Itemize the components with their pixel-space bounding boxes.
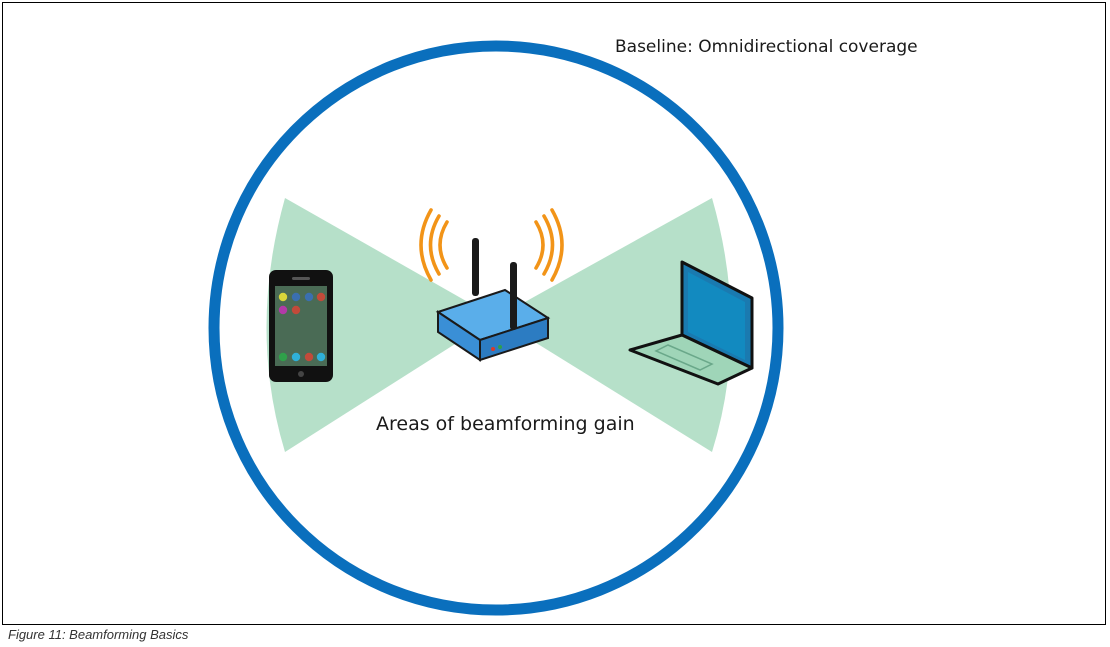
- beam-area-right: [496, 198, 731, 452]
- figure-caption: Figure 11: Beamforming Basics: [8, 627, 189, 642]
- beam-area-left: [266, 198, 496, 452]
- signal-waves-left-icon: [419, 208, 449, 282]
- router-icon: [435, 238, 551, 362]
- signal-waves-right-icon: [534, 208, 564, 282]
- coverage-circle: [208, 40, 784, 616]
- beamforming-diagram: Baseline: Omnidirectional coverage: [208, 37, 918, 616]
- figure-frame: [2, 2, 1106, 625]
- coverage-label: Baseline: Omnidirectional coverage: [615, 37, 918, 57]
- smartphone-icon: [269, 270, 333, 382]
- beam-area-label: Areas of beamforming gain: [376, 413, 635, 435]
- laptop-icon: [628, 260, 754, 386]
